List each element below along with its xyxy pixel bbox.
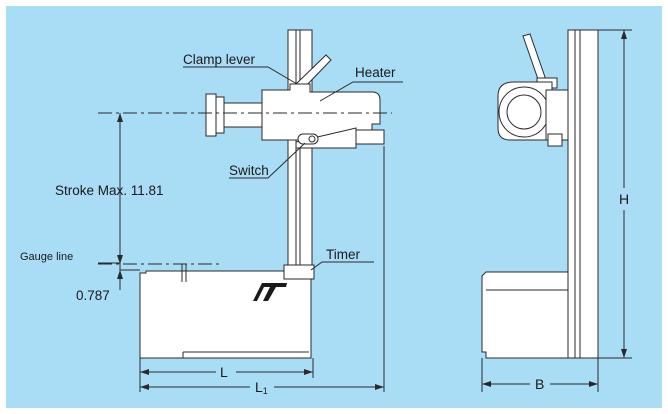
h-arrow-bottom: [621, 349, 627, 358]
switch-leader: [229, 142, 306, 179]
base-height-label: 0.787: [76, 288, 110, 303]
clamp-lever-label: Clamp lever: [183, 52, 256, 67]
side-heater-foot: [547, 133, 563, 147]
l-arrow-right: [304, 369, 313, 375]
dim-b-label: B: [535, 376, 544, 392]
timer-block: [283, 264, 315, 280]
nozzle-flange-outer: [205, 93, 217, 137]
side-column: [567, 29, 599, 359]
dim-l-label: L: [220, 364, 228, 380]
heater-body: [261, 83, 381, 141]
h-arrow-top: [621, 30, 627, 39]
heater-leader: [319, 81, 403, 102]
timer-label: Timer: [326, 247, 360, 262]
b-arrow-right: [589, 381, 598, 387]
base-dim-arrow: [117, 270, 123, 279]
heater-label: Heater: [355, 65, 396, 80]
front-view: [98, 29, 403, 392]
dim-l1-label: L1: [255, 379, 268, 396]
side-base: [481, 271, 569, 359]
switch-label: Switch: [229, 163, 269, 178]
l-arrow-left: [140, 369, 149, 375]
stroke-label: Stroke Max. 11.81: [55, 183, 164, 198]
stroke-arrow-bottom: [117, 255, 123, 264]
nozzle-tube: [221, 102, 263, 128]
gauge-line-label: Gauge line: [20, 251, 73, 263]
brand-logo: [253, 283, 287, 301]
b-arrow-left: [482, 381, 491, 387]
dim-h-label: H: [619, 191, 629, 207]
switch-knob: [308, 135, 316, 143]
l1-arrow-left: [140, 384, 149, 390]
timer-leader: [310, 261, 374, 271]
stroke-arrow-top: [117, 113, 123, 122]
heater-rear-block: [355, 129, 385, 145]
side-heater-mount: [545, 89, 569, 141]
l1-arrow-right: [375, 384, 384, 390]
clamp-lever-leader: [183, 66, 298, 85]
side-heater-inner-ring: [506, 94, 542, 130]
side-view: [481, 29, 632, 392]
